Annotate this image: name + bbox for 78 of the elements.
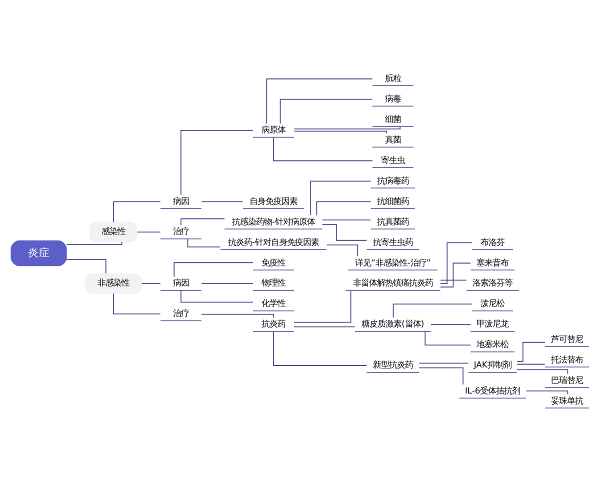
connector [280, 98, 373, 124]
node-box: 感染性 [90, 222, 138, 242]
connector [201, 283, 254, 284]
connector [187, 238, 221, 248]
node-text: 抗炎药 [261, 318, 286, 329]
connector [310, 180, 372, 216]
connector [440, 262, 472, 288]
connector [180, 130, 254, 196]
connector [66, 242, 122, 245]
node-text: 布洛芬 [480, 236, 505, 247]
node-text: 塞来昔布 [476, 257, 509, 268]
connector [526, 390, 568, 395]
connector [201, 201, 244, 202]
node-text: 抗炎药-针对自身免疫因素 [228, 236, 319, 247]
connector [516, 342, 546, 362]
connector [294, 326, 356, 328]
node-text: 免疫性 [261, 257, 286, 268]
node-text: 物理性 [261, 278, 286, 288]
node-text: 巴瑞替尼 [550, 374, 583, 385]
node-text: 糖皮质激素(甾体) [362, 318, 424, 329]
node-text: JAK抑制剂 [474, 360, 512, 370]
node-text: 治疗 [172, 308, 189, 318]
connector [273, 137, 373, 162]
node-text: 抗感染药物-针对病原体 [232, 216, 315, 226]
node-text: 病因 [172, 196, 189, 206]
connector [516, 369, 568, 374]
node-text: 病毒 [384, 93, 401, 104]
node-text: 妥珠单抗 [550, 395, 583, 406]
connector [180, 290, 254, 303]
node-text: 详见“非感染性-治疗” [355, 257, 431, 268]
connector [266, 78, 373, 124]
connector [440, 242, 472, 284]
connector [322, 219, 372, 220]
node-box: 非感染性 [85, 273, 142, 294]
node-text: 治疗 [172, 226, 189, 236]
connector [440, 280, 467, 281]
connector [294, 130, 387, 134]
connector [201, 314, 274, 318]
connector [113, 293, 161, 314]
node-text: 非甾体解热镇痛抗炎药 [352, 278, 433, 288]
connector [180, 218, 225, 226]
node-text: 细菌 [384, 114, 401, 124]
node-text: 托法替布 [550, 354, 583, 364]
node-text: 抗寄生虫药 [372, 236, 413, 247]
node-text: 抗细菌药 [376, 196, 409, 206]
node-text: 洛索洛芬等 [472, 278, 513, 288]
node-text: 真菌 [384, 134, 401, 144]
connector [294, 290, 352, 323]
node-text: 地塞米松 [476, 339, 509, 350]
connector [516, 364, 546, 365]
node-text: 寄生虫 [380, 154, 405, 165]
connector [316, 201, 372, 216]
node-text: 泼尼松 [480, 298, 505, 308]
node-text: 自身免疫因素 [249, 196, 298, 206]
connector [113, 201, 161, 223]
node-text: 化学性 [261, 298, 286, 308]
connector [392, 304, 472, 318]
node-text: 新型抗炎药 [372, 360, 413, 370]
connector [418, 367, 464, 385]
node-text: 病因 [172, 278, 189, 288]
connector [66, 259, 106, 274]
connector [141, 283, 161, 284]
node-text: 芦可替尼 [550, 334, 583, 344]
node-text: 朊粒 [384, 72, 401, 83]
connector [418, 362, 469, 364]
node-text: 抗真菌药 [376, 216, 409, 226]
connector [174, 262, 254, 278]
node-text: 抗病毒药 [376, 175, 409, 186]
connector [326, 244, 358, 257]
node-text: 病原体 [261, 124, 286, 135]
node-text: 甲泼尼龙 [476, 318, 509, 329]
node-box: 炎症 [10, 240, 67, 266]
connector [322, 224, 368, 241]
connector [424, 331, 471, 346]
connector [430, 324, 472, 325]
node-text: IL-6受体拮抗剂 [464, 385, 520, 396]
connector [294, 126, 401, 130]
connector [273, 331, 368, 366]
